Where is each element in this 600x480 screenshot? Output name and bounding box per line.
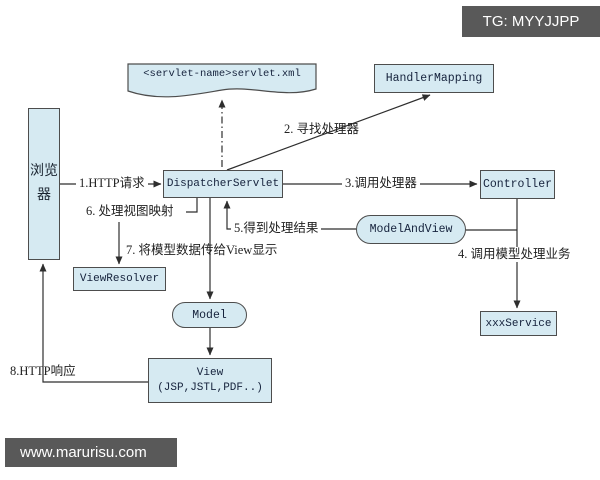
node-view-resolver: ViewResolver xyxy=(73,267,166,291)
node-xxx-service: xxxService xyxy=(480,311,557,336)
node-view: View (JSP,JSTL,PDF..) xyxy=(148,358,272,403)
label-step6-view-mapping: 6. 处理视图映射 xyxy=(86,204,174,218)
node-controller: Controller xyxy=(480,170,555,199)
node-handler-mapping: HandlerMapping xyxy=(374,64,494,93)
website-watermark-badge: www.marurisu.com xyxy=(5,438,177,467)
edge-dispatcher-to-label6 xyxy=(186,198,198,213)
servlet-xml-document-shape xyxy=(127,63,317,98)
label-step5-get-result: 5.得到处理结果 xyxy=(231,221,322,236)
node-model-and-view: ModelAndView xyxy=(356,215,466,244)
node-servlet-xml: <servlet-name>servlet.xml xyxy=(143,68,301,80)
label-step1-http-request: 1.HTTP请求 xyxy=(76,176,148,191)
label-step3-call-handler: 3.调用处理器 xyxy=(342,176,420,191)
node-view-title: View xyxy=(196,366,224,379)
node-model: Model xyxy=(172,302,247,328)
edge-dispatcher-to-handlermapping xyxy=(226,94,431,171)
edge-view-to-browser xyxy=(39,263,148,383)
label-step8-http-response: 8.HTTP响应 xyxy=(10,364,76,378)
label-step7-pass-model-to-view: 7. 将模型数据传给View显示 xyxy=(126,243,278,257)
label-step4-call-model-service: 4. 调用模型处理业务 xyxy=(455,247,574,262)
label-step2-find-handler: 2. 寻找处理器 xyxy=(284,122,360,136)
node-browser: 浏览器 xyxy=(28,108,60,260)
node-dispatcher-servlet: DispatcherServlet xyxy=(163,170,283,198)
telegram-watermark-badge: TG: MYYJJPP xyxy=(462,6,600,37)
node-view-subtitle: (JSP,JSTL,PDF..) xyxy=(157,381,263,394)
